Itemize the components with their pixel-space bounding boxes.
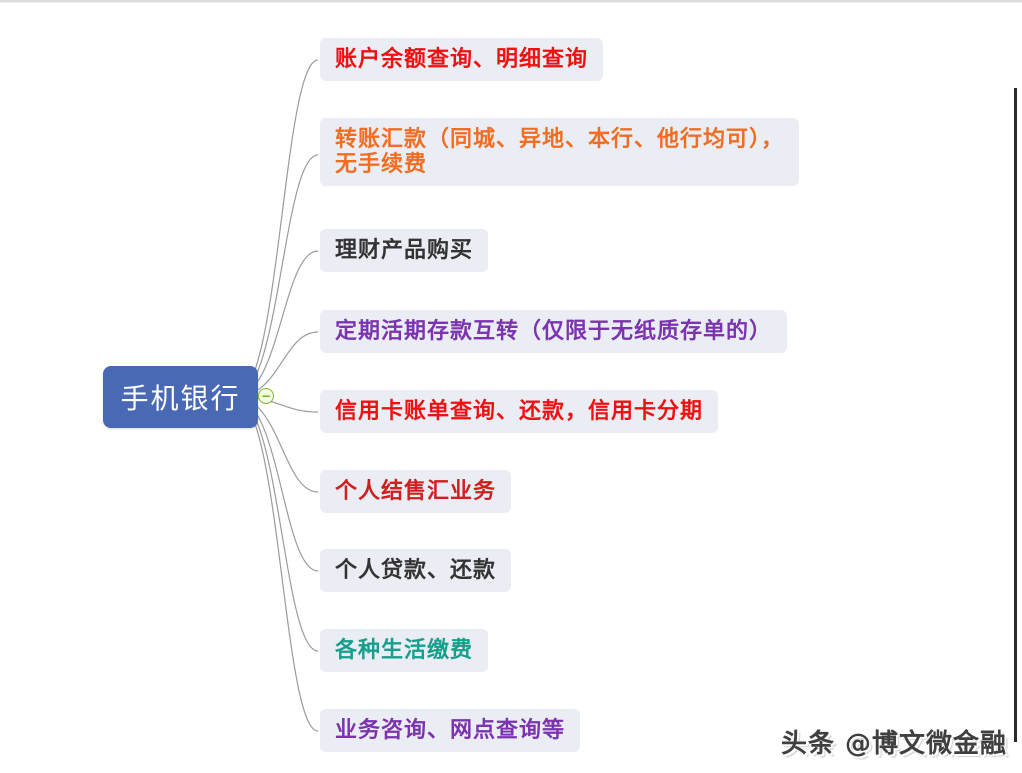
watermark: 头条 @博文微金融 [780, 729, 1007, 759]
branch-node-label: 业务咨询、网点查询等 [335, 718, 566, 743]
root-node-label: 手机银行 [120, 382, 241, 415]
branch-node-deposit-conversion[interactable]: 定期活期存款互转（仅限于无纸质存单的） [320, 310, 788, 353]
collapse-icon[interactable]: − [258, 388, 274, 404]
connector-line [234, 396, 319, 652]
branch-node-credit-card[interactable]: 信用卡账单查询、还款，信用卡分期 [320, 390, 719, 433]
branch-node-transfer-remittance[interactable]: 转账汇款（同城、异地、本行、他行均可）， 无手续费 [320, 118, 800, 186]
scrollbar[interactable] [1014, 88, 1017, 742]
root-node-mobile-banking[interactable]: 手机银行 [103, 366, 258, 428]
branch-node-label: 信用卡账单查询、还款，信用卡分期 [335, 399, 704, 424]
branch-node-label: 个人贷款、还款 [335, 558, 497, 583]
branch-node-life-payments[interactable]: 各种生活缴费 [320, 629, 489, 672]
connector-line [234, 154, 319, 398]
branch-node-balance-inquiry[interactable]: 账户余额查询、明细查询 [320, 38, 604, 81]
connector-line [234, 396, 319, 732]
branch-node-label: 个人结售汇业务 [335, 479, 497, 504]
branch-node-label: 定期活期存款互转（仅限于无纸质存单的） [335, 319, 773, 344]
branch-node-forex-settlement[interactable]: 个人结售汇业务 [320, 470, 512, 513]
branch-node-label: 转账汇款（同城、异地、本行、他行均可）， 无手续费 [335, 127, 785, 177]
branch-node-label: 理财产品购买 [335, 238, 474, 263]
top-divider [0, 0, 1022, 3]
branch-node-wealth-products[interactable]: 理财产品购买 [320, 229, 489, 272]
branch-node-business-consulting[interactable]: 业务咨询、网点查询等 [320, 709, 581, 752]
branch-node-label: 各种生活缴费 [335, 638, 474, 663]
branch-node-personal-loan[interactable]: 个人贷款、还款 [320, 549, 512, 592]
connector-line [234, 59, 319, 398]
branch-node-label: 账户余额查询、明细查询 [335, 47, 589, 72]
